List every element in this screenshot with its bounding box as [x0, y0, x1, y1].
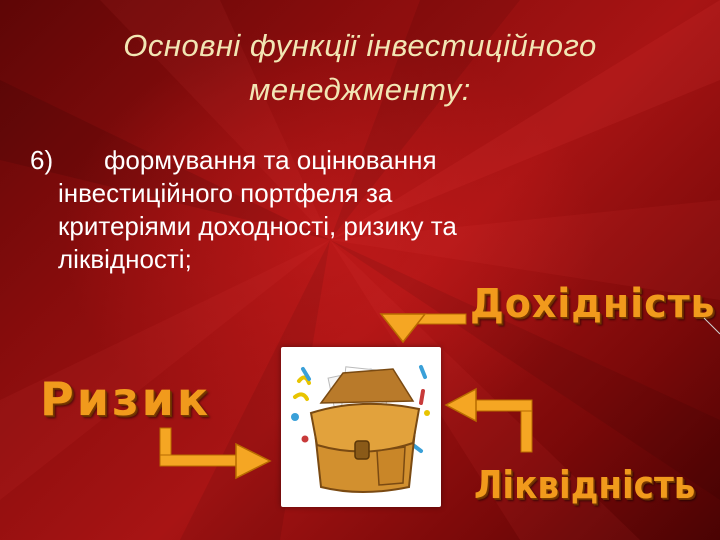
item-text-line-1: формування та оцінювання — [104, 145, 437, 175]
title-line-1: Основні функції інвестиційного — [123, 28, 597, 63]
item-text-line-4: ліквідності; — [58, 244, 192, 274]
item-text-line-3: критеріями доходності, ризику та — [58, 211, 457, 241]
label-risk: Ризик — [40, 372, 212, 426]
item-text-line-2: інвестиційного портфеля за — [58, 178, 393, 208]
title-line-2: менеджменту: — [249, 72, 471, 107]
briefcase-icon — [291, 365, 430, 493]
briefcase-card — [281, 347, 441, 507]
list-item-6: 6) формування та оцінювання інвестиційног… — [30, 144, 670, 276]
item-number: 6) — [30, 145, 54, 175]
slide-title: Основні функції інвестиційного менеджмен… — [20, 24, 700, 112]
label-liquidity: Ліквідність — [474, 463, 696, 507]
label-profitability: Дохідність — [470, 281, 716, 327]
